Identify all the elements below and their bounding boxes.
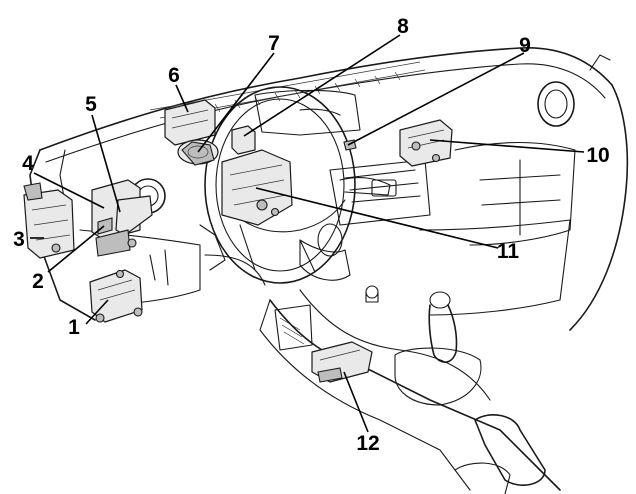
leader-5 [91, 114, 121, 213]
leader-8 [243, 34, 401, 137]
callout-8: 8 [397, 15, 409, 38]
leader-4 [33, 172, 105, 209]
callout-5: 5 [85, 93, 97, 116]
part-7-sensor [177, 139, 219, 166]
part-1-module [89, 269, 143, 323]
callout-11: 11 [497, 240, 520, 263]
part-6-module [164, 99, 216, 146]
leader-1 [85, 299, 109, 325]
callout-10: 10 [586, 144, 609, 167]
callout-12: 12 [356, 432, 379, 455]
callout-7: 7 [268, 32, 280, 55]
callout-6: 6 [168, 64, 180, 87]
leader-6 [175, 84, 189, 113]
callout-9: 9 [519, 34, 531, 57]
steering-wheel [199, 86, 391, 286]
leader-10 [429, 139, 585, 153]
leader-lines [30, 34, 585, 433]
leader-12 [343, 371, 369, 433]
part-3-module [23, 182, 75, 259]
leader-11 [255, 187, 499, 249]
part-10-module [399, 119, 453, 167]
callout-2: 2 [32, 270, 44, 293]
leader-2 [47, 225, 105, 273]
part-12-module [311, 341, 373, 383]
callout-4: 4 [22, 152, 34, 175]
callout-labels: 1 2 3 4 5 6 7 8 9 10 11 12 [13, 15, 610, 455]
leader-7 [197, 52, 275, 153]
callout-3: 3 [13, 228, 25, 251]
callout-1: 1 [68, 316, 80, 339]
leader-9 [347, 52, 525, 146]
part-5-relay-block [91, 179, 153, 257]
